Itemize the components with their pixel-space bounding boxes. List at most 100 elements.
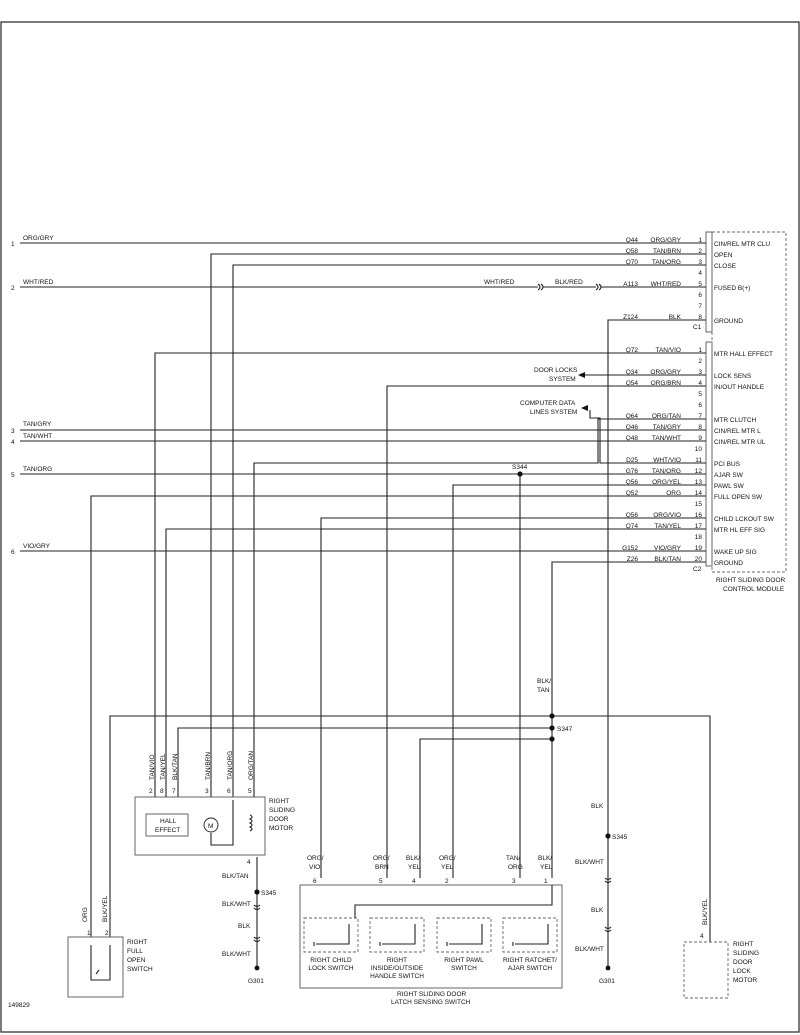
module-signal-27: GROUND [714,560,743,567]
module-circuit-20: Q56 [626,479,639,486]
module-signal-14: MTR CLUTCH [714,417,757,424]
module-wire-color-2: TAN/ORG [652,259,681,266]
motor-pin-3: 3 [205,788,209,795]
splice-s347-dot-3 [549,736,555,742]
latch-pin-labels: 6ORG/VIO5ORG/BRN4BLK/YEL2ORG/YEL3TAN/ORG… [307,855,553,885]
right-blk-wht-label-2: BLK/WHT [575,946,604,953]
full-open-title-1: RIGHT [127,939,147,946]
module-circuit-8: Q72 [626,347,639,354]
latch-wire-color-0-a: ORG/ [307,855,324,862]
right-blk-wht-label-1: BLK/WHT [575,859,604,866]
module-signal-24: MTR HL EFF SIG [714,527,765,534]
wire-pawl-sw [452,484,706,878]
wire-wht-red-connector [537,283,544,291]
module-pin-2: 3 [698,259,702,266]
module-signal-26: WAKE UP SIG [714,549,757,556]
latch-switch-label-3-1: AJAR SWITCH [508,965,552,972]
module-wire-color-14: ORG/TAN [652,413,681,420]
door-locks-line2: SYSTEM [549,376,576,383]
module-signal-18: PCI BUS [714,461,741,468]
module-circuit-21: Q52 [626,490,639,497]
module-title-line2: CONTROL MODULE [723,586,785,593]
module-signal-19: AJAR SW [714,472,744,479]
wires [20,242,711,967]
module-pin-16: 9 [698,435,702,442]
module-signal-0: CIN/REL MTR CLU [714,241,770,248]
wire-splice-branch-1 [109,715,552,937]
module-pin-17: 10 [695,446,703,453]
latch-switch-symbol-2 [446,924,483,946]
latch-pin-2: 4 [412,878,416,885]
left-blk-wht-label-2: BLK/WHT [222,951,251,958]
latch-sensing-switch: RIGHT SLIDING DOOR LATCH SENSING SWITCH … [299,855,563,1006]
splice-s347-dot-1 [549,713,555,719]
module-pin-4: 5 [698,281,702,288]
module-signal-23: CHILD LCKOUT SW [714,516,775,523]
module-circuit-27: Z26 [627,556,639,563]
motor-title-4: MOTOR [269,825,293,832]
wire-child-lock [320,517,706,878]
latch-wire-color-0-b: VIO [309,864,320,871]
left-wire-1: ORG/GRY [23,235,54,242]
ground-g301-right [605,965,611,971]
module-signal-11: IN/OUT HANDLE [714,384,765,391]
door-locks-line1: DOOR LOCKS [534,367,578,374]
module-signal-15: CIN/REL MTR L [714,428,761,435]
module-connector-c2 [705,341,713,567]
module-wire-color-0: ORG/GRY [650,237,681,244]
module-pin-1: 2 [698,248,702,255]
latch-wire-color-1-a: ORG/ [373,855,390,862]
left-blk-wht-label-1: BLK/WHT [222,901,251,908]
label-blk-red-inline: BLK/RED [555,279,583,286]
splice-s345-right-label: S345 [612,834,628,841]
ground-connector-marks [253,877,612,943]
comp-data-line2: LINES SYSTEM [530,409,577,416]
module-pin-15: 8 [698,424,702,431]
module-circuit-24: Q74 [626,523,639,530]
module-circuit-19: G76 [626,468,639,475]
splice-s344-label: S344 [512,464,528,471]
latch-switch-symbol-0 [313,924,350,946]
motor-title-3: DOOR [269,816,289,823]
full-open-title-4: SWITCH [127,966,153,973]
hall-effect-box [145,813,189,837]
left-pin-2: 2 [11,285,15,292]
latch-pin-3: 2 [445,878,449,885]
module-circuit-4: A113 [623,281,638,288]
module-circuit-10: Q34 [626,369,639,376]
right-blk-label: BLK [591,803,604,810]
latch-switch-symbol-1 [379,924,416,946]
control-module: C1 C2 RIGHT SLIDING DOOR CONTROL MODULE … [622,231,787,593]
motor-bottom-pin: 4 [247,859,251,866]
latch-switch-label-0-1: LOCK SWITCH [308,965,353,972]
wire-full-open-sw [90,495,706,937]
splice-s347-dot-2 [549,725,555,731]
left-pin-3: 3 [11,428,15,435]
latch-wire-color-5-a: BLK/ [538,855,552,862]
latch-switch-label-2-0: RIGHT PAWL [444,957,484,964]
wire-tan-org-motor [232,264,706,797]
splice-dots [254,471,611,971]
lock-motor-title-3: DOOR [733,959,753,966]
blk-tan-vertical-2: TAN [537,687,550,694]
left-pin-1: 1 [11,241,15,248]
motor-title-1: RIGHT [269,798,289,805]
module-pin-14: 7 [698,413,702,420]
motor-outline [134,796,266,856]
wire-pci-bus [589,410,706,464]
motor-symbol [203,817,219,833]
latch-switch-label-1-2: HANDLE SWITCH [370,973,424,980]
module-outline [711,231,787,573]
latch-switch-label-0-0: RIGHT CHILD [310,957,352,964]
module-pin-9: 2 [698,358,702,365]
comp-data-line1: COMPUTER DATA [520,400,576,407]
module-pin-10: 3 [698,369,702,376]
splice-s344-dot [517,471,523,477]
module-circuit-11: Q54 [626,380,639,387]
module-signal-20: PAWL SW [714,483,745,490]
wire-ajar-sw [519,473,706,878]
module-signal-4: FUSED B(+) [714,285,750,292]
latch-wire-color-5-b: YEL [540,864,553,871]
latch-wire-color-2-a: BLK/ [406,855,420,862]
